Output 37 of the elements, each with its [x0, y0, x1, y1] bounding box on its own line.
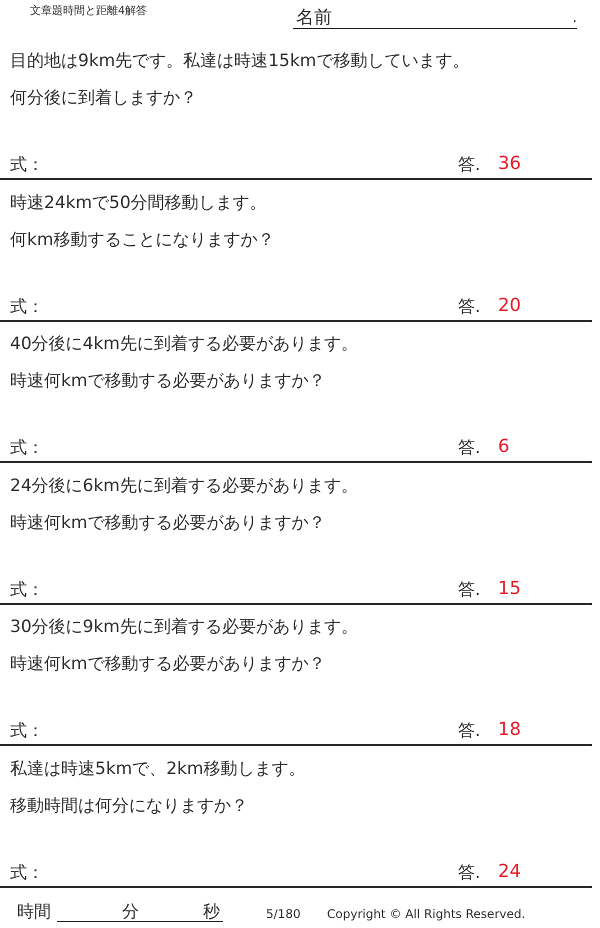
answer-label: 答. — [458, 580, 480, 600]
formula-label: 式： — [10, 297, 44, 318]
page-number: 5/180 — [266, 907, 301, 922]
formula-label: 式： — [10, 438, 44, 458]
question-text: 私達は時速5kmで、2km移動します。 — [10, 759, 306, 780]
formula-label: 式： — [10, 580, 44, 600]
answer-label: 答. — [458, 863, 480, 884]
question-text: 何分後に到着しますか？ — [10, 88, 197, 108]
formula-label: 式： — [10, 863, 44, 884]
minutes-label: 分 — [122, 902, 139, 922]
question-text: 目的地は9km先です。私達は時速15kmで移動しています。 — [10, 51, 470, 72]
seconds-label: 秒 — [203, 902, 220, 922]
answer-value: 18 — [498, 719, 521, 741]
question-text: 何km移動することになりますか？ — [10, 230, 274, 250]
worksheet-title: 文章題時間と距離4解答 — [30, 4, 147, 18]
answer-label: 答. — [458, 155, 480, 176]
time-label: 時間 — [17, 902, 51, 922]
copyright-text: Copyright © All Rights Reserved. — [327, 907, 526, 922]
question-text: 24分後に6km先に到着する必要があります。 — [10, 476, 358, 496]
question-text: 時速何kmで移動する必要がありますか？ — [10, 513, 326, 534]
answer-label: 答. — [458, 721, 480, 742]
formula-label: 式： — [10, 155, 44, 176]
answer-value: 20 — [498, 295, 521, 317]
answer-value: 6 — [498, 436, 510, 458]
question-text: 時速24kmで50分間移動します。 — [10, 193, 267, 214]
answer-label: 答. — [458, 438, 480, 458]
question-text: 移動時間は何分になりますか？ — [10, 796, 248, 816]
answer-value: 15 — [498, 578, 521, 600]
answer-value: 24 — [498, 861, 521, 883]
question-text: 40分後に4km先に到着する必要があります。 — [10, 334, 358, 354]
name-label: 名前 — [296, 7, 332, 29]
formula-label: 式： — [10, 721, 44, 742]
answer-label: 答. — [458, 297, 480, 318]
question-text: 時速何kmで移動する必要がありますか？ — [10, 371, 326, 392]
question-text: 30分後に9km先に到着する必要があります。 — [10, 617, 358, 638]
question-text: 時速何kmで移動する必要がありますか？ — [10, 654, 326, 674]
answer-value: 36 — [498, 153, 521, 175]
